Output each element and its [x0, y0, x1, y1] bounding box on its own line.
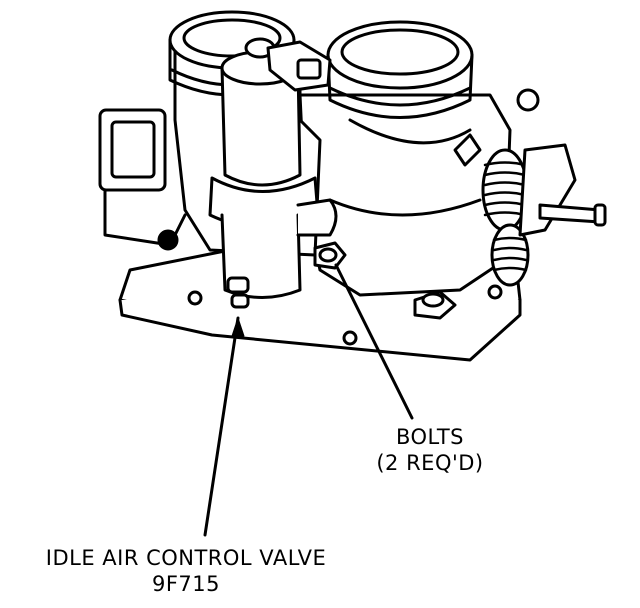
bolts-leader-line — [334, 263, 414, 420]
right-throttle-bore — [326, 20, 474, 119]
iac-label: IDLE AIR CONTROL VALVE — [45, 546, 327, 570]
bolts-callout: BOLTS (2 REQ'D) — [340, 424, 520, 476]
fitting-left — [187, 290, 203, 306]
throttle-position-sensor — [98, 108, 187, 251]
iac-leader-arrow — [231, 317, 245, 337]
fitting-lower — [342, 330, 358, 346]
fitting-right — [487, 284, 503, 300]
bolts-label: BOLTS — [395, 425, 465, 449]
idle-air-control-valve — [208, 37, 338, 309]
bolts-quantity-label: (2 REQ'D) — [376, 451, 484, 475]
iac-part-number: 9F715 — [151, 572, 221, 596]
mounting-nut — [413, 290, 457, 320]
throttle-return-spring — [453, 88, 607, 287]
iac-callout: IDLE AIR CONTROL VALVE 9F715 — [0, 545, 372, 597]
bolt — [313, 241, 347, 270]
iac-leader-line — [203, 316, 240, 537]
